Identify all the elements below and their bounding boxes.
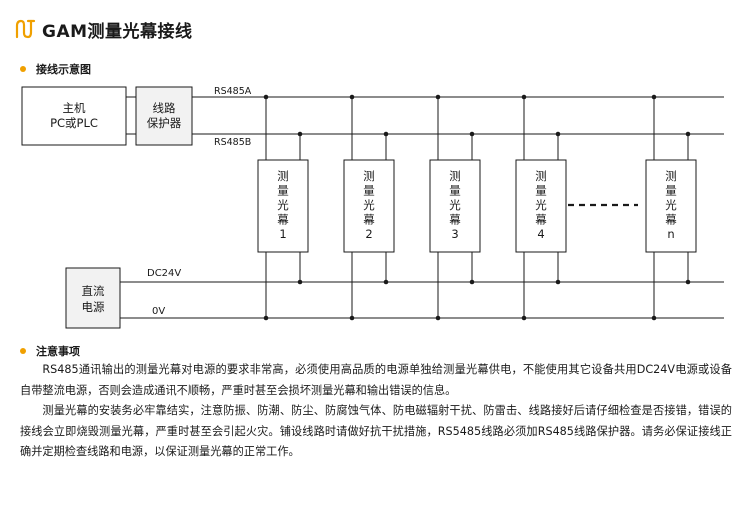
psu-label-line2: 电源 — [82, 300, 105, 314]
curtain-box — [257, 159, 309, 253]
curtain-label-char: 幕 — [535, 213, 547, 227]
junction-dot — [521, 315, 527, 321]
curtain-label-char: 幕 — [665, 213, 677, 227]
junction-dot — [383, 131, 389, 137]
curtain-label-char: 量 — [363, 184, 375, 198]
page-title-text: GAM测量光幕接线 — [42, 21, 193, 42]
notes-section-heading: 注意事项 — [20, 343, 80, 359]
curtain-index-label: n — [667, 227, 674, 241]
page-title: GAM测量光幕接线 — [14, 14, 193, 44]
curtain-index-label: 2 — [365, 227, 372, 241]
curtain-label-char: 测 — [535, 169, 547, 183]
wiring-heading-text: 接线示意图 — [36, 63, 91, 76]
rs485a-label: RS485A — [214, 86, 252, 97]
junction-dot — [555, 279, 561, 285]
junction-dot — [685, 279, 691, 285]
psu-box — [65, 267, 121, 329]
curtain-box — [429, 159, 481, 253]
curtain-index-label: 4 — [537, 227, 544, 241]
curtain-label-char: 光 — [535, 198, 547, 212]
junction-dot — [651, 94, 657, 100]
bullet-dot-icon — [20, 348, 26, 354]
curtain-label-char: 量 — [535, 184, 547, 198]
connector-logo-icon — [15, 19, 36, 39]
curtain-label-char: 测 — [665, 169, 677, 183]
junction-dot — [297, 131, 303, 137]
protector-label-line2: 保护器 — [147, 116, 182, 130]
junction-dot — [685, 131, 691, 137]
curtain-label-char: 量 — [277, 184, 289, 198]
curtain-label-char: 测 — [277, 169, 289, 183]
curtain-box — [515, 159, 567, 253]
notes-heading-text: 注意事项 — [36, 345, 80, 358]
curtain-label-char: 测 — [363, 169, 375, 183]
dc24v-label: DC24V — [147, 268, 181, 279]
notes-paragraph-1: RS485通讯输出的测量光幕对电源的要求非常高，必须使用高品质的电源单独给测量光… — [20, 363, 732, 397]
junction-dot — [349, 315, 355, 321]
junction-dot — [651, 315, 657, 321]
notes-paragraph-2: 测量光幕的安装务必牢靠结实，注意防振、防潮、防尘、防腐蚀气体、防电磁辐射干扰、防… — [20, 404, 732, 458]
protector-box — [135, 86, 193, 146]
curtain-box — [645, 159, 697, 253]
junction-dot — [383, 279, 389, 285]
host-label-line1: 主机 — [63, 101, 86, 115]
junction-dot — [521, 94, 527, 100]
protector-label-line1: 线路 — [153, 101, 176, 115]
rs485b-label: RS485B — [214, 137, 251, 148]
junction-dot — [263, 94, 269, 100]
curtain-label-char: 测 — [449, 169, 461, 183]
wiring-section-heading: 接线示意图 — [20, 61, 91, 77]
junction-dot — [469, 279, 475, 285]
notes-body: RS485通讯输出的测量光幕对电源的要求非常高，必须使用高品质的电源单独给测量光… — [20, 360, 732, 463]
psu-label-line1: 直流 — [82, 284, 105, 298]
curtain-label-char: 幕 — [277, 213, 289, 227]
curtain-label-char: 光 — [277, 198, 289, 212]
curtain-box — [343, 159, 395, 253]
junction-dot — [435, 315, 441, 321]
zero-volt-label: 0V — [152, 306, 165, 317]
curtain-index-label: 1 — [279, 227, 286, 241]
curtain-label-char: 幕 — [363, 213, 375, 227]
curtain-label-char: 光 — [363, 198, 375, 212]
curtain-label-char: 幕 — [449, 213, 461, 227]
host-box — [21, 86, 127, 146]
curtain-label-char: 光 — [449, 198, 461, 212]
host-label-line2: PC或PLC — [50, 116, 98, 130]
bullet-dot-icon — [20, 66, 26, 72]
curtain-label-char: 量 — [665, 184, 677, 198]
curtain-label-char: 光 — [665, 198, 677, 212]
junction-dot — [297, 279, 303, 285]
junction-dot — [469, 131, 475, 137]
junction-dot — [555, 131, 561, 137]
junction-dot — [263, 315, 269, 321]
junction-dot — [435, 94, 441, 100]
curtain-index-label: 3 — [451, 227, 458, 241]
junction-dot — [349, 94, 355, 100]
curtain-label-char: 量 — [449, 184, 461, 198]
